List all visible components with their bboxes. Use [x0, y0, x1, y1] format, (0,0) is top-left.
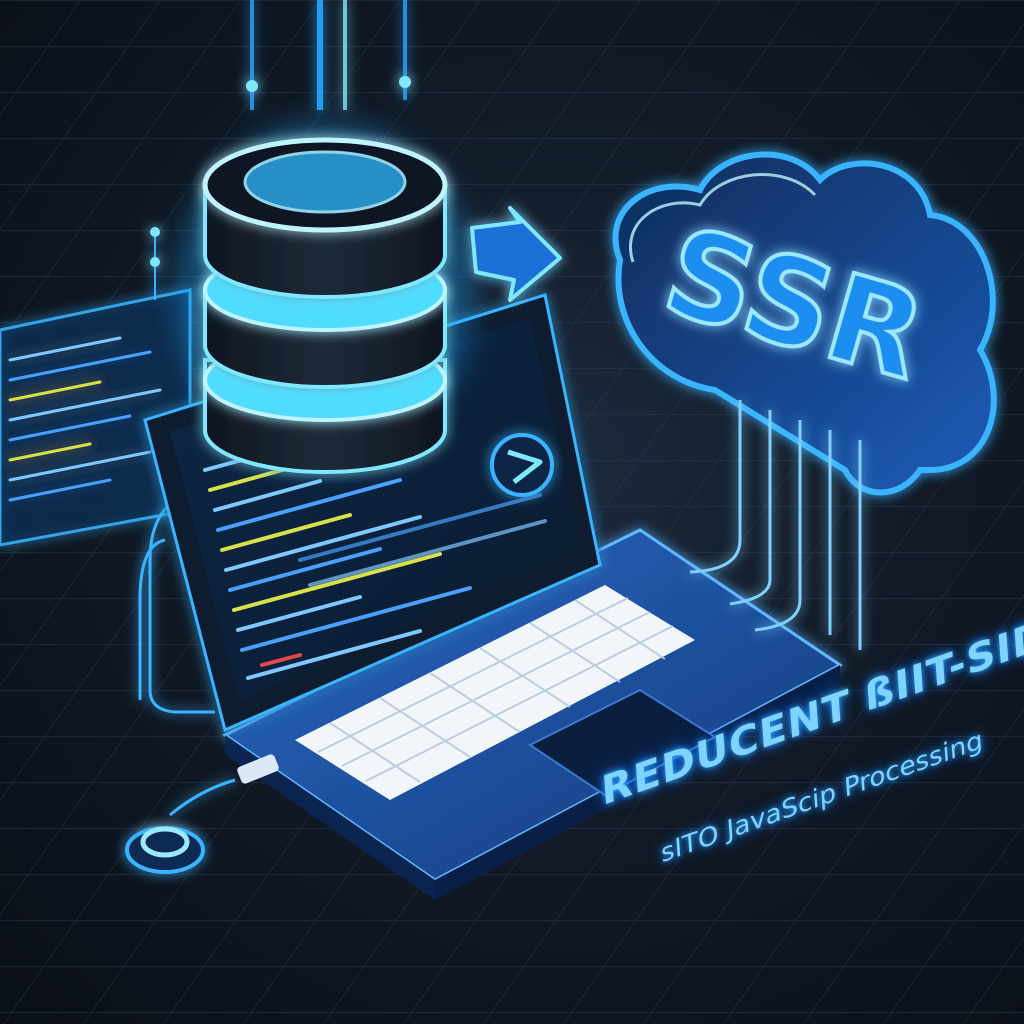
cloud-connector-lines [689, 400, 862, 650]
screen-play-icon [490, 433, 554, 497]
arrow-icon [470, 206, 562, 302]
light-beams [246, 0, 411, 110]
power-node-icon [125, 826, 205, 874]
cloud-icon [612, 151, 997, 496]
laptop-trackpad [528, 688, 718, 797]
database-icon [175, 120, 475, 474]
laptop-icon [222, 528, 843, 900]
